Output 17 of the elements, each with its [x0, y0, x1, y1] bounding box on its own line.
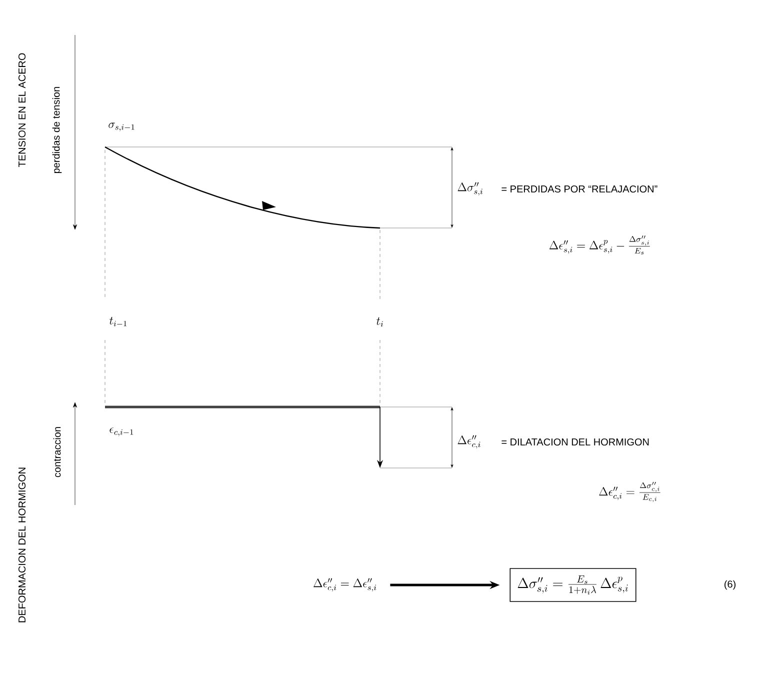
axis-label: perdidas de tension — [52, 87, 62, 173]
axis-title: DEFORMACION DEL HORMIGON — [18, 468, 26, 622]
axis-title: TENSION EN EL ACERO — [18, 53, 26, 167]
formula: $\epsilon_{c,i-1}$ — [110, 428, 134, 436]
axis-label: contraccion — [53, 427, 61, 478]
time-label: $t_i$ — [376, 317, 383, 327]
label: = DILATACION DEL HORMIGON — [502, 438, 649, 446]
label: = PERDIDAS POR “RELAJACION” — [502, 185, 658, 193]
boxed-formula: $\Delta\sigma''_{s,i}=\frac{E_s}{1+n_i\lambda}\,\Delta\epsilon^{p}_{s,i}$ — [510, 568, 636, 602]
formula: $\Delta\epsilon''_{c,i}=\frac{\Delta\sigma''_{c,i}}{E_{c,i}}$ — [599, 482, 660, 502]
time-label: $t_{i-1}$ — [109, 316, 127, 326]
formula: $\Delta\epsilon''_{s,i}=\Delta\epsilon^{p}_{s,i}-\frac{\Delta\sigma''_{s,i}}{E_s}$ — [549, 236, 650, 254]
equation: $\Delta\epsilon''_{c,i}=\Delta\epsilon''_{s,i}$ — [314, 578, 376, 592]
formula: $\Delta\sigma''_{s,i}$ — [458, 182, 482, 196]
formula: $\Delta\epsilon''_{c,i}$ — [458, 435, 480, 449]
formula: $\sigma_{s,i-1}$ — [108, 122, 134, 132]
equation-number: (6) — [724, 580, 736, 590]
